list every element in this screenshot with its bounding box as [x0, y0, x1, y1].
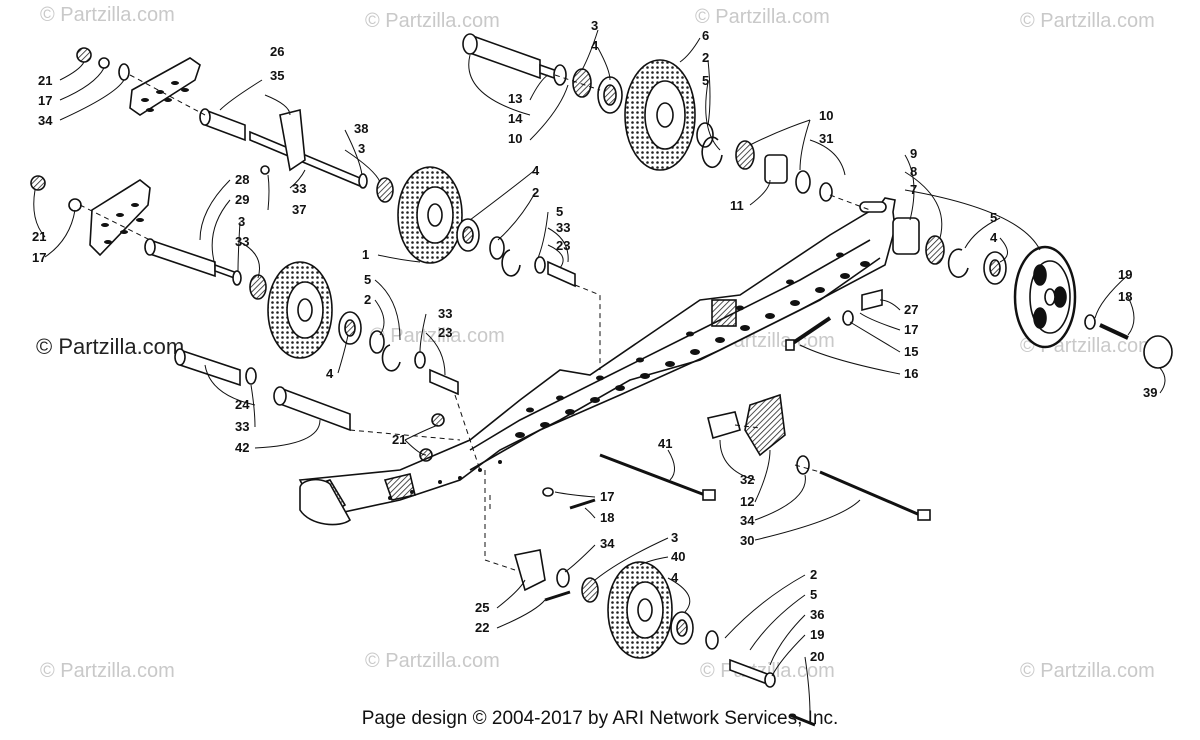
assembly-lines [79, 74, 871, 571]
callout-label: 4 [591, 38, 599, 53]
callout-label: 30 [740, 533, 754, 548]
callout-label: 34 [38, 113, 53, 128]
watermark: © Partzilla.com [1020, 660, 1155, 682]
callout-label: 9 [910, 146, 917, 161]
callout-label: 38 [354, 121, 368, 136]
callout-label: 17 [32, 250, 46, 265]
callout-label: 1 [362, 247, 369, 262]
callout-label: 5 [364, 272, 371, 287]
callout-label: 41 [658, 436, 672, 451]
callout-labels: 21 17 34 26 35 38 3 33 37 3 4 13 14 10 6… [32, 18, 1157, 664]
wheel-right [1013, 245, 1077, 349]
watermark: © Partzilla.com [40, 660, 175, 682]
callout-label: 13 [508, 91, 522, 106]
callout-label: 18 [600, 510, 614, 525]
callout-label: 21 [392, 432, 406, 447]
callout-label: 33 [438, 306, 452, 321]
callout-label: 4 [532, 163, 540, 178]
callout-label: 32 [740, 472, 754, 487]
callout-label: 3 [358, 141, 365, 156]
callout-label: 33 [235, 234, 249, 249]
callout-label: 28 [235, 172, 249, 187]
callout-label: 24 [235, 397, 250, 412]
wheel-top [624, 59, 696, 171]
callout-label: 23 [438, 325, 452, 340]
callout-label: 20 [810, 649, 824, 664]
callout-label: 26 [270, 44, 284, 59]
callout-label: 5 [810, 587, 817, 602]
callout-label: 37 [292, 202, 306, 217]
callout-label: 17 [38, 93, 52, 108]
axle-shafts [144, 33, 1173, 727]
callout-label: 34 [740, 513, 755, 528]
callout-label: 2 [702, 50, 709, 65]
callout-label: 19 [1118, 267, 1132, 282]
callout-label: 42 [235, 440, 249, 455]
callout-label: 5 [702, 73, 709, 88]
callout-label: 12 [740, 494, 754, 509]
callout-label: 25 [475, 600, 489, 615]
rail-fragment-upper [129, 57, 201, 116]
watermark: © Partzilla.com [365, 10, 500, 32]
watermark: © Partzilla.com [36, 334, 185, 359]
callout-label: 23 [556, 238, 570, 253]
callout-label: 2 [810, 567, 817, 582]
callout-label: 33 [235, 419, 249, 434]
watermark: © Partzilla.com [1020, 10, 1155, 32]
wheel-left [267, 261, 333, 359]
callout-label: 8 [910, 164, 917, 179]
watermark: © Partzilla.com [365, 650, 500, 672]
callout-label: 5 [990, 210, 997, 225]
rail-slots [388, 252, 870, 500]
callout-label: 3 [238, 214, 245, 229]
rail-fragment-lower [89, 179, 151, 257]
callout-label: 5 [556, 204, 563, 219]
callout-label: 10 [819, 108, 833, 123]
callout-label: 21 [38, 73, 52, 88]
watermark: © Partzilla.com [370, 325, 505, 347]
callout-label: 4 [671, 570, 679, 585]
callout-label: 35 [270, 68, 284, 83]
callout-label: 3 [671, 530, 678, 545]
callout-label: 33 [556, 220, 570, 235]
callout-label: 4 [326, 366, 334, 381]
callout-label: 2 [364, 292, 371, 307]
callout-label: 2 [532, 185, 539, 200]
callout-label: 14 [508, 111, 523, 126]
copyright-footer: Page design © 2004-2017 by ARI Network S… [361, 708, 839, 729]
callout-label: 16 [904, 366, 918, 381]
callout-label: 6 [702, 28, 709, 43]
callout-label: 15 [904, 344, 918, 359]
callout-label: 17 [600, 489, 614, 504]
watermark: © Partzilla.com [695, 6, 830, 28]
callout-label: 40 [671, 549, 685, 564]
callout-label: 27 [904, 302, 918, 317]
callout-label: 17 [904, 322, 918, 337]
callout-label: 7 [910, 182, 917, 197]
callout-label: 19 [810, 627, 824, 642]
callout-label: 10 [508, 131, 522, 146]
callout-label: 31 [819, 131, 833, 146]
callout-label: 4 [990, 230, 998, 245]
callout-label: 3 [591, 18, 598, 33]
callout-label: 34 [600, 536, 615, 551]
leader-lines [33, 29, 1166, 716]
callout-label: 21 [32, 229, 46, 244]
callout-label: 29 [235, 192, 249, 207]
watermark: © Partzilla.com [40, 4, 175, 26]
bearings-washers [30, 47, 1129, 688]
callout-label: 36 [810, 607, 824, 622]
wheel-bottom [607, 561, 673, 659]
wheel-upper-mid [397, 166, 463, 264]
callout-label: 11 [730, 198, 744, 213]
callout-label: 33 [292, 181, 306, 196]
callout-label: 18 [1118, 289, 1132, 304]
slide-rail [298, 197, 896, 526]
callout-label: 39 [1143, 385, 1157, 400]
callout-label: 22 [475, 620, 489, 635]
